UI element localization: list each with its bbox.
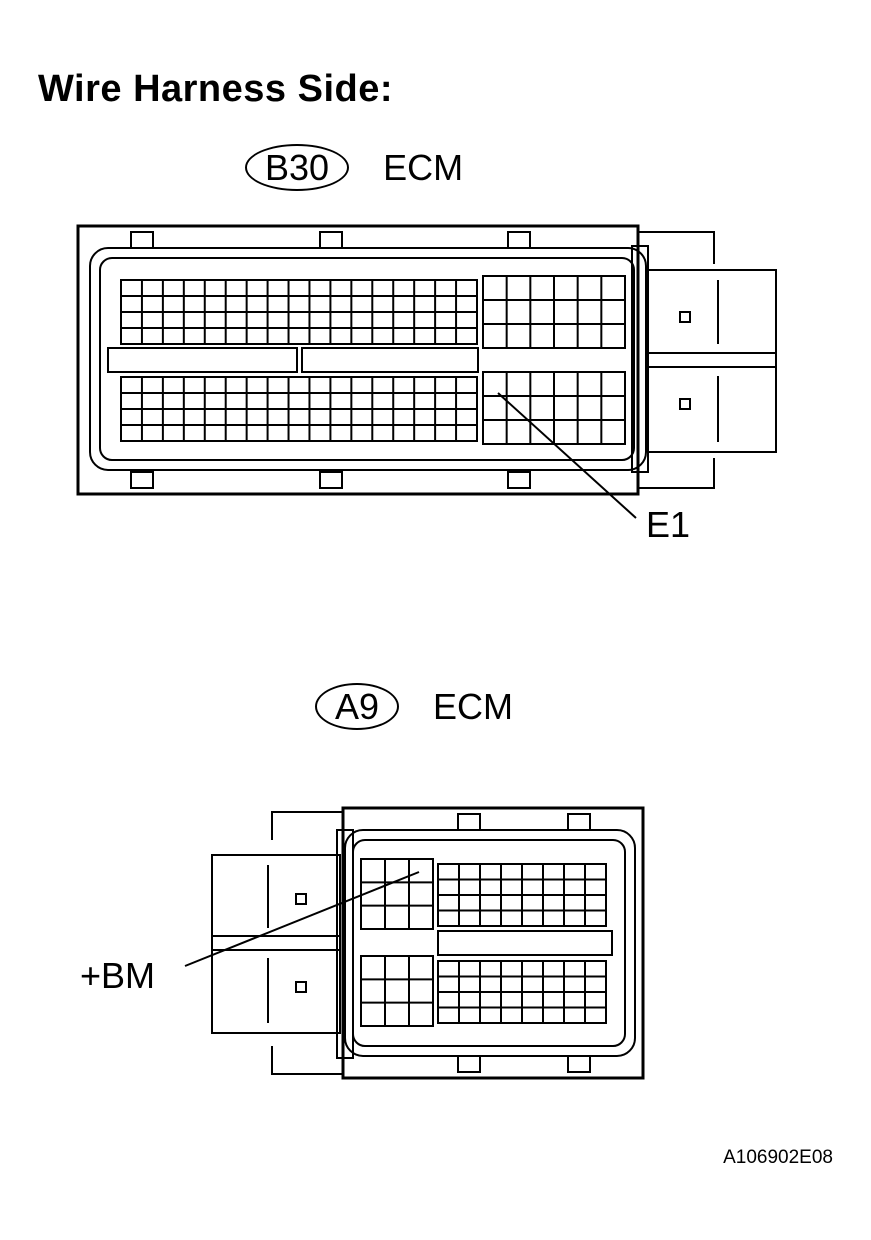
connector-b30-tab [319,471,343,489]
connector-a9-key-bar [437,930,613,956]
connector-a9-bottom-flange [271,1046,343,1075]
connector-b30-tab [507,231,531,249]
illustration-code: A106902E08 [723,1147,833,1168]
connector-b30-lock-hole [679,398,691,410]
connector-a9-tab [457,813,481,831]
connector-a9-tab [457,1055,481,1073]
connector-b30-tab [319,231,343,249]
connector-b30-key-bar [107,347,298,373]
connector-b30-lock [647,269,777,453]
terminal-label-e1: E1 [646,504,691,545]
connector-a9-shell-inner [352,839,626,1047]
page-heading: Wire Harness Side: [38,68,394,110]
terminal-label-bm: +BM [80,955,156,996]
connector-b30-body [76,224,640,496]
connector-a9-name: ECM [433,685,514,727]
connector-b30-code: B30 [245,144,350,191]
connector-a9-top-flange [271,811,343,840]
connector-a9-drawing [211,806,645,1080]
connector-b30-drawing [76,224,777,496]
connector-a9-body [341,806,645,1080]
connector-b30-tab [130,231,154,249]
connector-a9-label: A9 ECM [315,683,513,730]
connector-b30-label: B30 ECM [245,144,463,191]
connector-a9-lock-hole [295,981,307,993]
connector-a9-tab [567,813,591,831]
connector-b30-key-bar [301,347,479,373]
connector-b30-name: ECM [383,146,464,188]
connector-b30-shell [89,247,647,471]
connector-a9-code: A9 [315,683,400,730]
connector-b30-bottom-flange [638,458,715,489]
connector-b30-tab [507,471,531,489]
connector-b30-top-flange [638,231,715,264]
connector-b30-lock-hole [679,311,691,323]
connector-b30-latch [631,245,649,473]
leader-line-e1 [497,392,637,519]
leader-line-bm [184,871,420,967]
connector-b30-shell-inner [99,257,635,461]
connector-a9-shell [344,829,636,1057]
connector-a9-lower-left-grid-block [360,955,434,1027]
connector-a9-upper-left-grid-block [360,858,434,930]
connector-a9-tab [567,1055,591,1073]
connector-a9-lock [211,854,341,1034]
connector-b30-tab [130,471,154,489]
connector-a9-lock-hole [295,893,307,905]
